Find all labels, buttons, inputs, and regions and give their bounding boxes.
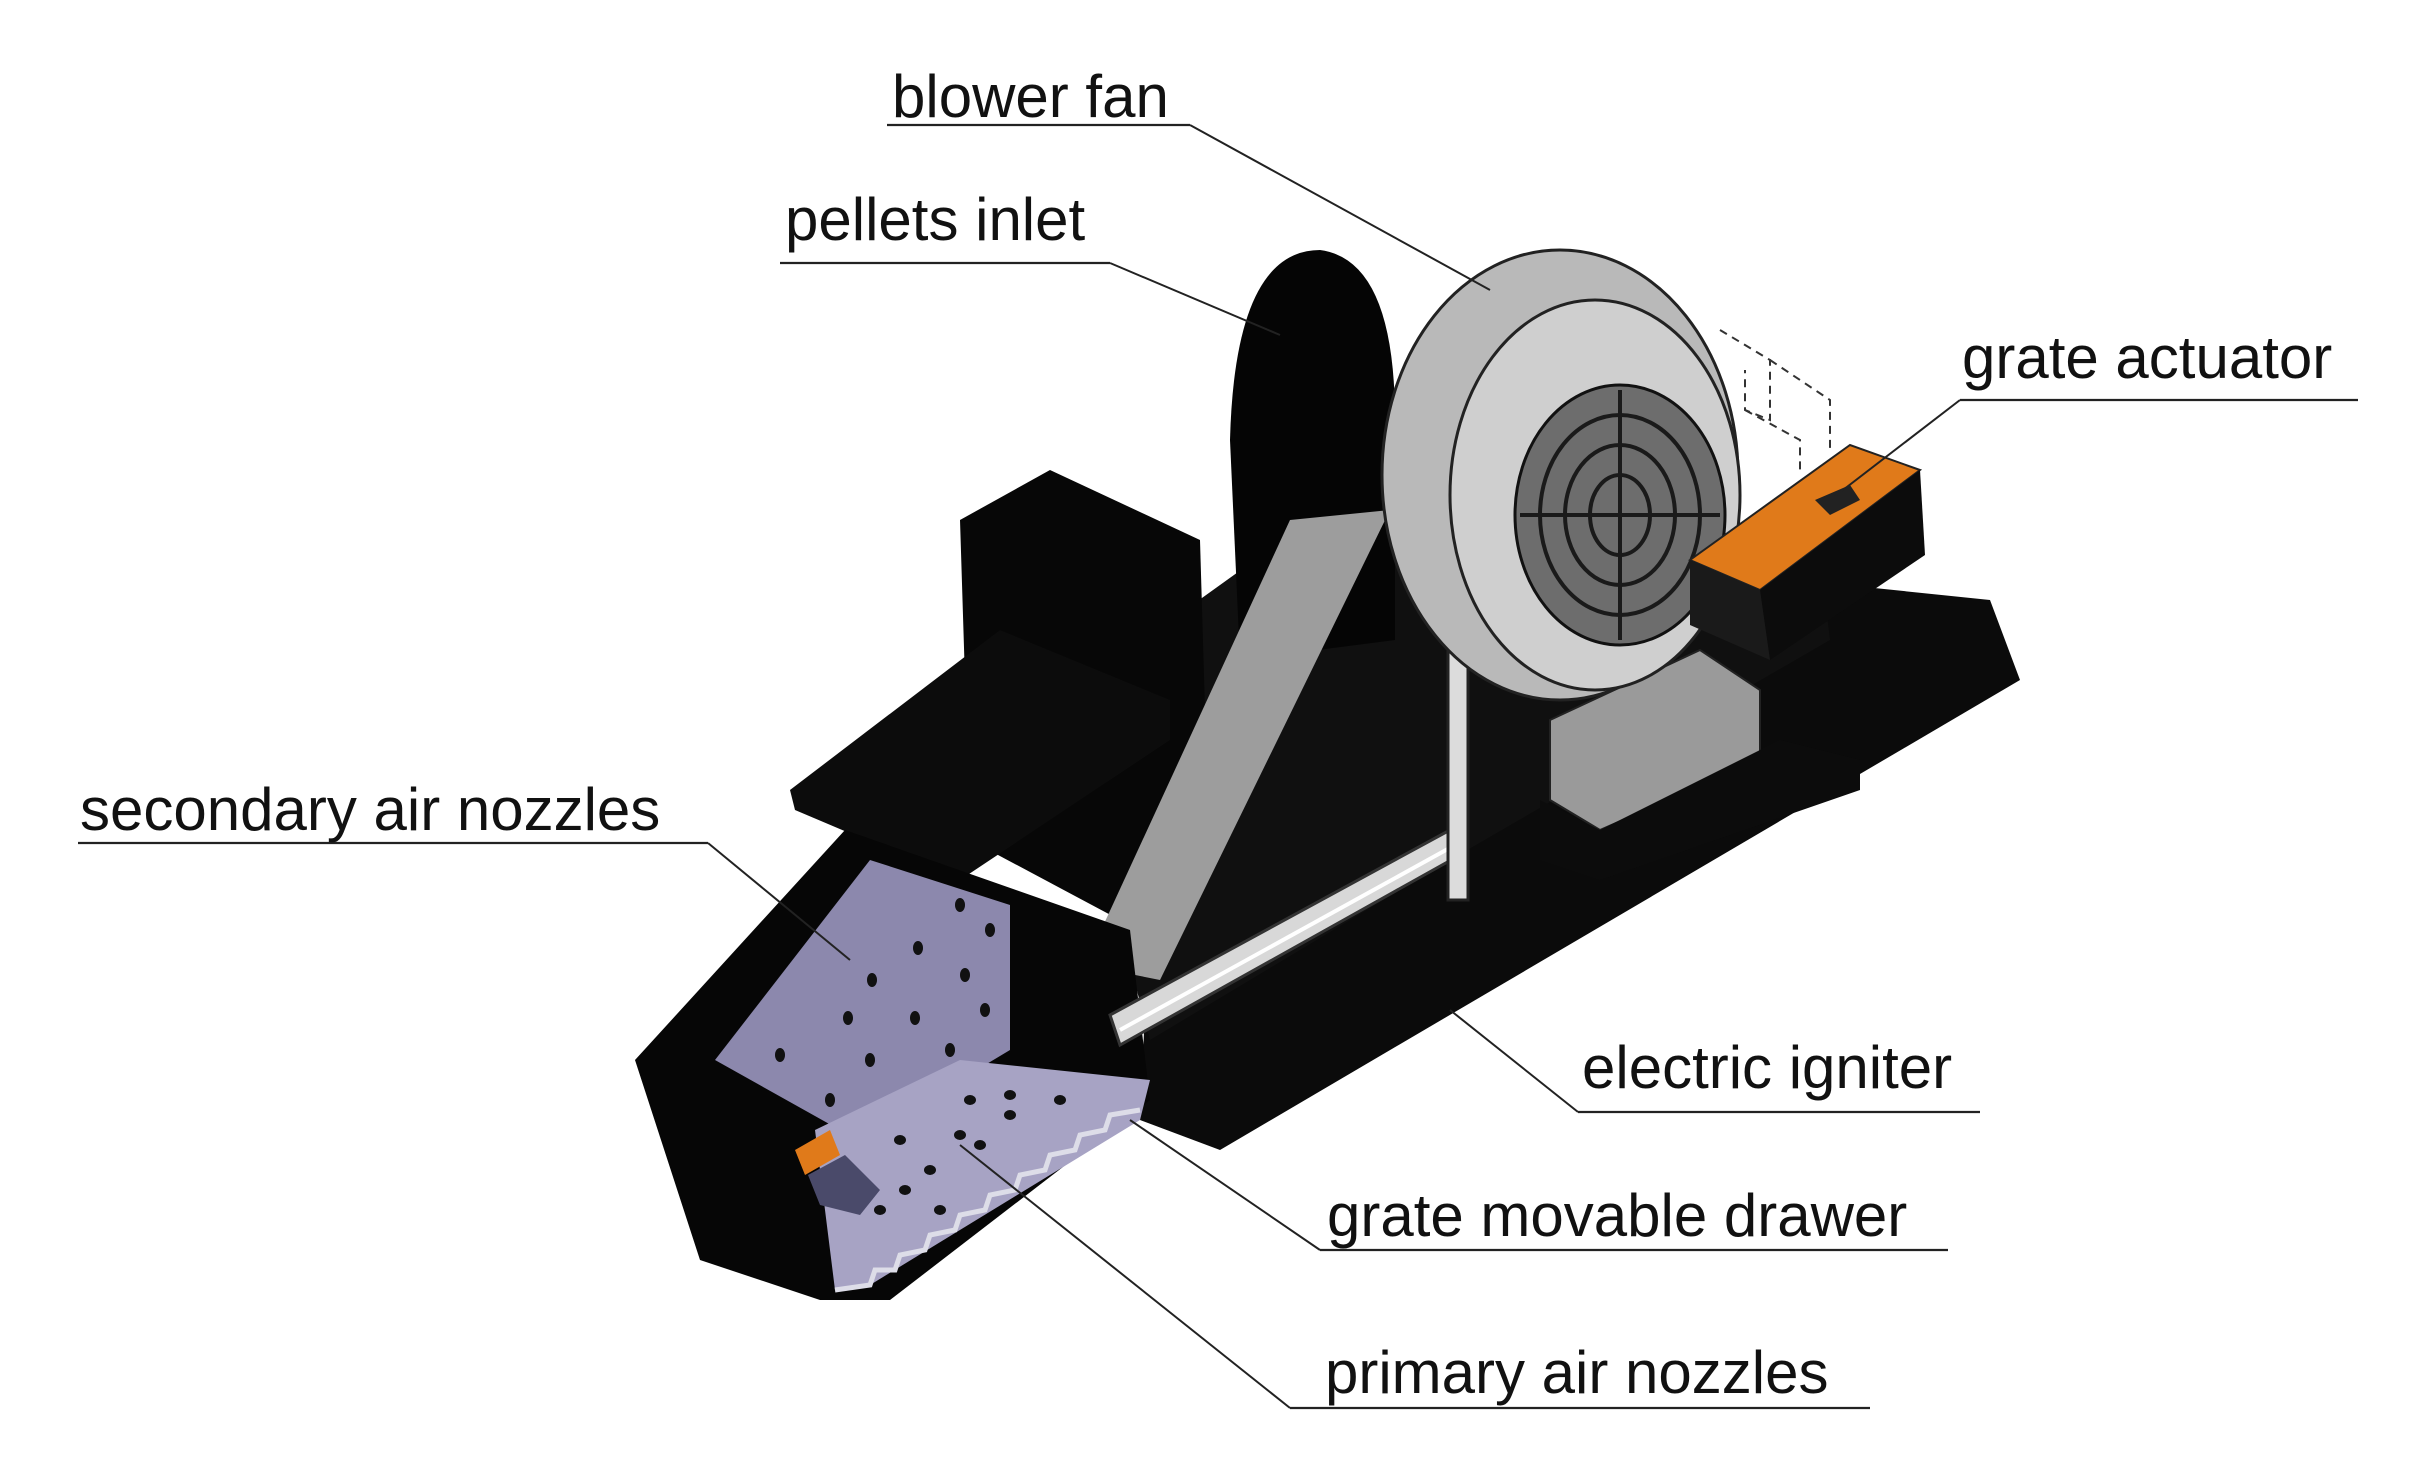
feed-chute [1085,510,1390,980]
igniter-highlight [1119,843,1456,1032]
label-grate-movable-drawer: grate movable drawer [1327,1182,1907,1249]
chamber-opening [808,1155,880,1215]
grate-drawer-leader [1129,1119,1321,1251]
actuator-dashed-outline [1719,329,1831,470]
leader-lines [78,123,2358,1410]
support-bar [1446,638,1470,902]
actuator-mark [1815,485,1860,515]
burner-body [635,250,2020,1300]
fan-rings [1520,390,1720,640]
label-primary-air-nozzles: primary air nozzles [1325,1339,1828,1406]
secondary-air-holes [775,898,995,1107]
primary-air-holes [874,1090,1066,1215]
grate-actuator [1687,329,1925,660]
label-grate-actuator: grate actuator [1962,324,2332,391]
label-pellets-inlet: pellets inlet [785,186,1086,253]
motor-base [1540,740,1860,880]
actuator-front [1690,560,1770,660]
electric-igniter-leader [1449,1009,1579,1113]
blower-fan-leader [1189,124,1491,291]
secondary-air-wall [715,860,1010,1130]
grate-edge [834,1107,1141,1293]
blower-fan [1380,248,1742,702]
pellets-inlet-leader [1109,262,1281,336]
primary-air-leader [959,1144,1291,1409]
labels: blower fan pellets inlet grate actuator … [80,63,2332,1406]
grate-actuator-leader [1829,399,1961,501]
nozzle-accent [795,1130,840,1175]
label-blower-fan: blower fan [892,63,1169,130]
label-electric-igniter: electric igniter [1582,1034,1952,1101]
secondary-air-leader [707,842,851,961]
actuator-side [1760,470,1925,660]
label-secondary-air-nozzles: secondary air nozzles [80,776,660,843]
grate-drawer [815,1060,1150,1290]
shelf-plate [790,630,1170,880]
